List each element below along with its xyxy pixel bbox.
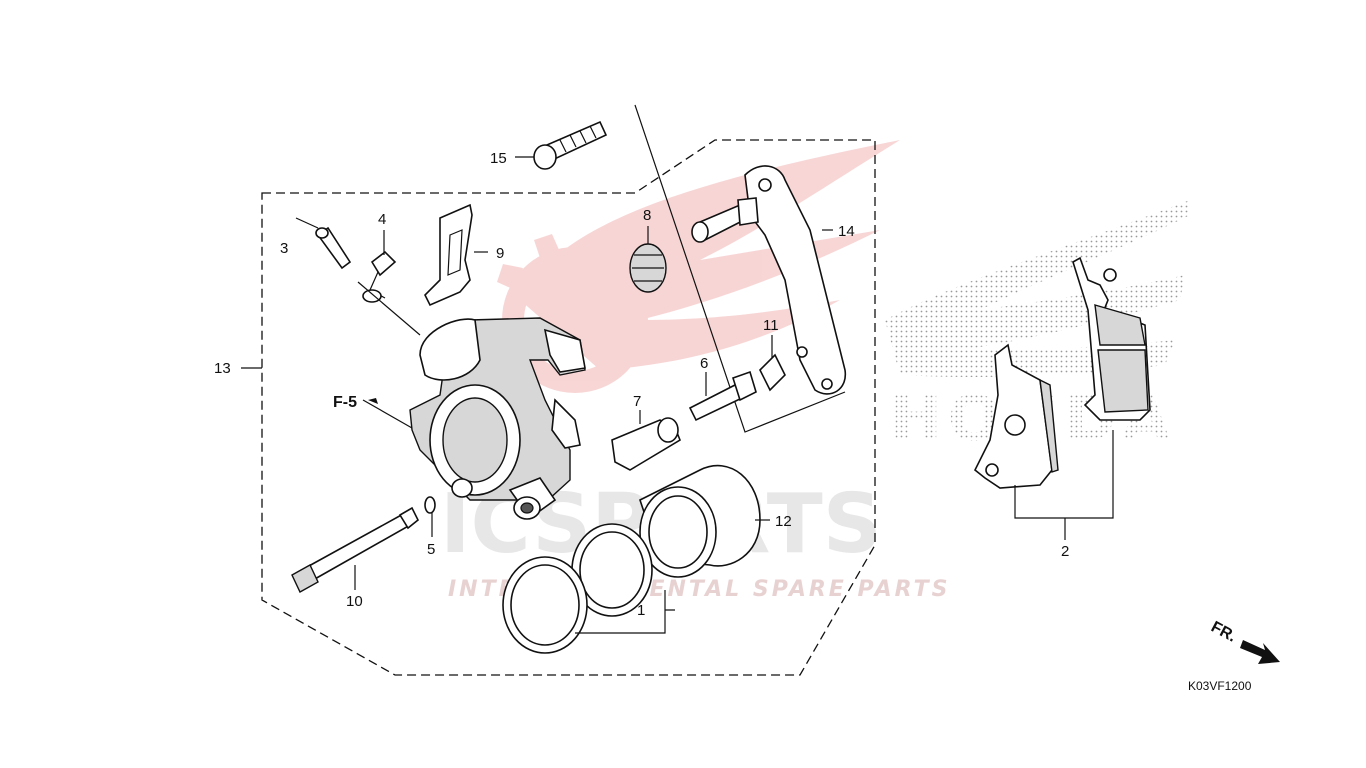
- cross-reference-label: F-5: [333, 394, 357, 411]
- callout-7: 7: [633, 393, 641, 410]
- callout-8: 8: [643, 207, 651, 224]
- callout-13: 13: [214, 360, 231, 377]
- front-direction-arrow: [1240, 640, 1280, 664]
- clip-part-11: [759, 353, 786, 392]
- bleeder-cap-part-4: [362, 250, 397, 303]
- pin-bolt-part-10: [291, 506, 420, 593]
- bracket-14-outline: [634, 104, 846, 433]
- boot-part-7: [611, 417, 681, 471]
- callout-11: 11: [763, 317, 779, 334]
- bracket-part-14: [691, 165, 846, 395]
- washer-part-5: [424, 496, 436, 514]
- callout-3: 3: [280, 240, 288, 257]
- callout-1: 1: [637, 602, 645, 619]
- leader-lines: [241, 156, 1114, 634]
- callout-5: 5: [427, 541, 435, 558]
- callout-12: 12: [775, 513, 792, 530]
- bleeder-part-3: [315, 226, 352, 270]
- seals-part-1: [502, 523, 653, 654]
- diagram-reference-code: K03VF1200: [1188, 679, 1252, 693]
- callout-10: 10: [346, 593, 363, 610]
- callout-6: 6: [700, 355, 708, 372]
- callout-15: 15: [490, 150, 507, 167]
- piston-part-12: [639, 464, 761, 578]
- callout-14: 14: [838, 223, 855, 240]
- callout-2: 2: [1061, 543, 1069, 560]
- callout-4: 4: [378, 211, 386, 228]
- pin-part-6: [688, 370, 757, 422]
- boot-part-8: [629, 243, 667, 293]
- callout-9: 9: [496, 245, 504, 262]
- bolt-part-15: [533, 120, 608, 170]
- brake-pads-part-2: [973, 256, 1151, 489]
- front-direction-label: FR.: [1208, 619, 1239, 646]
- caliper-body: [409, 317, 586, 520]
